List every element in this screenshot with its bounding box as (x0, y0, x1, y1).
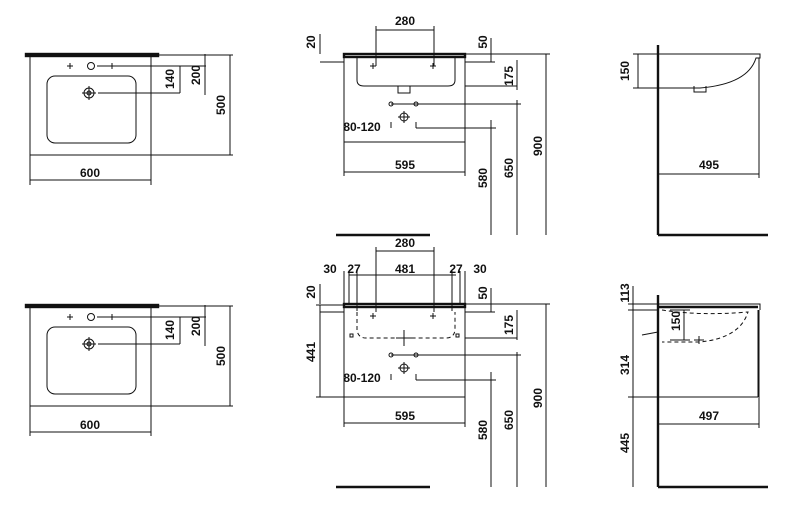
dim-445: 445 (618, 433, 632, 453)
dim-140: 140 (163, 320, 177, 340)
dim-580: 580 (476, 420, 490, 440)
basin-outline (29, 54, 152, 156)
dim-27-left: 27 (347, 262, 361, 276)
tap-hole-icon (87, 62, 95, 70)
dim-150: 150 (618, 61, 632, 81)
dim-50: 50 (476, 286, 490, 300)
dim-650: 650 (502, 158, 516, 178)
dim-80-120: 80-120 (343, 371, 381, 385)
dim-900: 900 (531, 388, 545, 408)
dim-900: 900 (531, 136, 545, 156)
dim-495: 495 (699, 158, 719, 172)
counter-top (342, 52, 467, 59)
waste-outlet (397, 86, 411, 94)
dim-314: 314 (618, 355, 632, 375)
bowl-outline (46, 75, 137, 144)
cabinet-outline (658, 303, 761, 398)
plan-view-top: 140 200 500 600 (24, 52, 233, 185)
dim-175: 175 (502, 66, 516, 86)
cabinet-outline (343, 307, 466, 398)
dim-280: 280 (395, 236, 415, 250)
front-view-bottom: 280 30 27 481 27 30 20 50 175 441 80-120… (304, 236, 550, 489)
dim-500: 500 (214, 346, 228, 366)
basin-outline (29, 305, 152, 407)
dim-30-left: 30 (323, 262, 337, 276)
dim-595: 595 (395, 158, 415, 172)
dim-200: 200 (189, 316, 203, 336)
plan-view-bottom: 140 200 500 600 (24, 303, 233, 436)
tap-hole-icon (87, 313, 95, 321)
dim-441: 441 (304, 342, 318, 362)
dim-113: 113 (618, 283, 632, 303)
dim-481: 481 (395, 262, 415, 276)
dim-80-120: 80-120 (343, 120, 381, 134)
dim-280: 280 (395, 14, 415, 28)
dim-500: 500 (214, 95, 228, 115)
dim-580: 580 (476, 168, 490, 188)
dim-27-right: 27 (449, 262, 463, 276)
dim-200: 200 (189, 65, 203, 85)
dim-20: 20 (304, 35, 318, 49)
front-view-top: 280 20 50 175 80-120 595 580 650 900 (304, 14, 550, 237)
dim-140: 140 (163, 69, 177, 89)
dim-150: 150 (669, 311, 683, 331)
dim-497: 497 (699, 409, 719, 423)
side-view-bottom: 113 150 314 497 445 (618, 283, 768, 489)
dim-650: 650 (502, 410, 516, 430)
dim-595: 595 (395, 409, 415, 423)
dim-600: 600 (80, 166, 100, 180)
dim-600: 600 (80, 418, 100, 432)
basin-profile (658, 53, 761, 89)
dim-30-right: 30 (473, 262, 487, 276)
dim-175: 175 (502, 315, 516, 335)
dim-20: 20 (304, 285, 318, 299)
dim-50: 50 (476, 35, 490, 49)
side-view-top: 150 495 (618, 45, 768, 237)
bowl-outline (356, 57, 456, 87)
counter-top (342, 302, 467, 309)
bowl-outline (46, 326, 137, 395)
